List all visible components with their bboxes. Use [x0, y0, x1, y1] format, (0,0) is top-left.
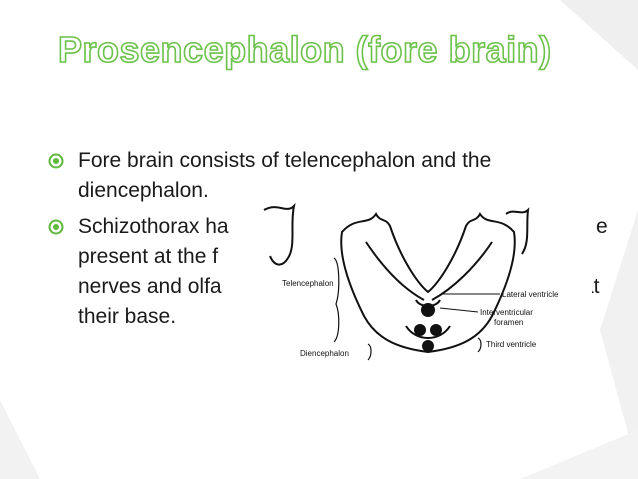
decor-bottom-right-shape	[520, 430, 638, 479]
bullet-item-1: Fore brain consists of telencephalon and…	[44, 146, 624, 206]
telencephalon-outline	[340, 212, 516, 354]
bullet-2-line-1-end: e	[596, 215, 608, 238]
decor-top-right-shape	[560, 0, 638, 70]
ventricle-node-2	[414, 324, 426, 336]
decor-right-shape	[600, 210, 638, 470]
lateral-ventricle-left	[365, 241, 425, 301]
ventricle-node-3	[430, 324, 442, 336]
bullet-2-line-1-start: Schizothorax ha	[78, 215, 229, 238]
label-interventricular-1: Interventricular	[480, 308, 533, 317]
circled-bullet-icon	[48, 153, 64, 169]
forebrain-diagram-drawing: Telencephalon Lateral ventricle Interven…	[263, 202, 559, 361]
third-ventricle-bracket	[477, 337, 482, 353]
bullet-1-line-1: Fore brain consists of telencephalon and…	[78, 149, 492, 172]
bullet-2-line-3-start: nerves and olfa	[78, 275, 222, 298]
label-third-ventricle: Third ventricle	[486, 340, 537, 349]
label-diencephalon: Diencephalon	[300, 349, 349, 358]
bullet-item-2: Schizothorax ha e present at the f nerve…	[44, 212, 624, 332]
bullet-2-line-4: their base.	[78, 305, 177, 328]
label-telencephalon: Telencephalon	[282, 279, 334, 288]
third-ventricle-bottom	[405, 325, 451, 339]
slide-title: Prosencephalon (fore brain)	[57, 28, 552, 71]
forebrain-diagram: Telencephalon Lateral ventricle Interven…	[256, 196, 592, 362]
bullet-list: Fore brain consists of telencephalon and…	[44, 146, 624, 338]
lateral-ventricle-right	[431, 241, 493, 301]
telencephalon-bracket	[333, 257, 340, 343]
ventricle-node-1	[421, 303, 435, 317]
right-lobe-outline	[505, 207, 530, 255]
bullet-1-line-2: diencephalon.	[78, 179, 209, 202]
label-interventricular-2: foramen	[494, 318, 523, 327]
label-lateral-ventricle: Lateral ventricle	[502, 290, 559, 299]
ventricle-node-4	[422, 340, 434, 352]
bullet-2-line-2: present at the f	[78, 245, 219, 268]
left-lobe-outline	[263, 202, 296, 266]
circled-bullet-icon	[48, 219, 64, 235]
diencephalon-bracket	[367, 343, 372, 361]
decor-bottom-left-shape	[0, 400, 40, 479]
foramen-pointer	[439, 307, 479, 313]
